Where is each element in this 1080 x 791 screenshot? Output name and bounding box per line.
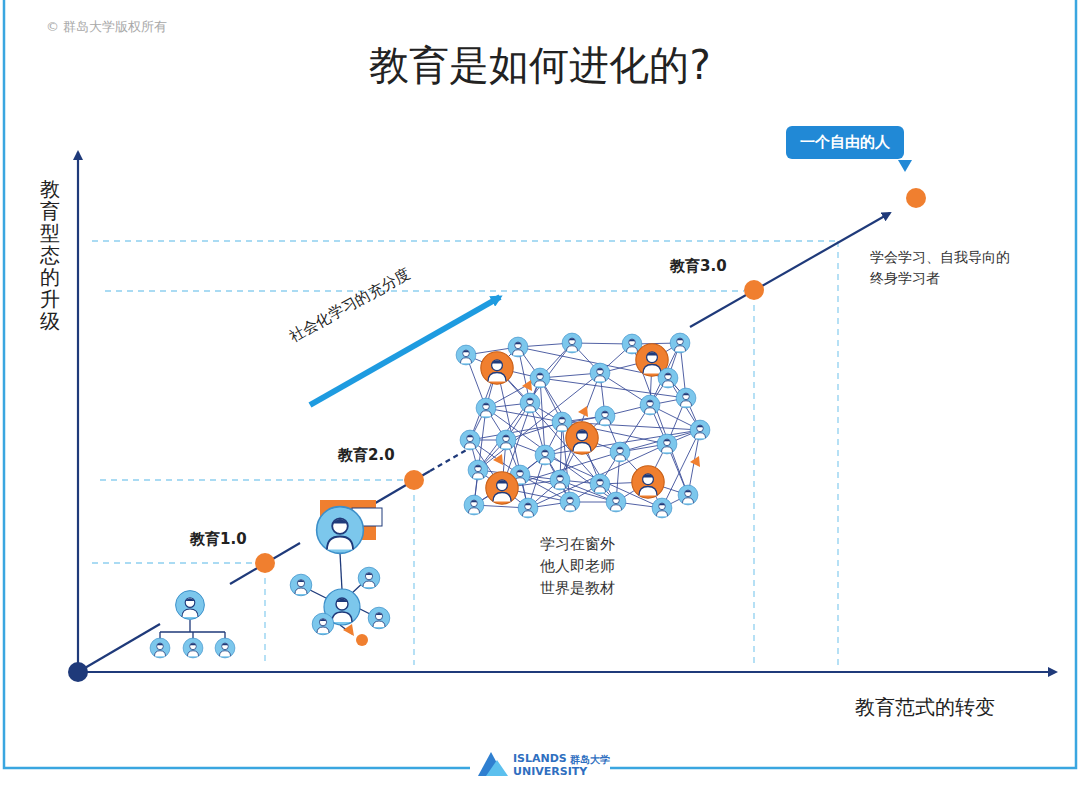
stage-label: 教育2.0 — [338, 446, 395, 465]
node-text: 一个自由的人 — [800, 133, 890, 152]
logo-text: 群岛大学 — [570, 753, 610, 767]
axis-label: 教育型态的升级 — [40, 178, 60, 332]
arrow-label: 社会化学习的充分度 — [286, 265, 413, 347]
copyright: © 群岛大学版权所有 — [46, 18, 167, 36]
axis-label: 教育范式的转变 — [855, 694, 995, 721]
logo-text: ISLANDS — [513, 752, 567, 765]
note: 学会学习、自我导向的终身学习者 — [870, 247, 1020, 289]
logo-text: UNIVERSITY — [513, 765, 587, 778]
note: 学习在窗外 他人即老师 世界是教材 — [540, 533, 622, 599]
stage-label: 教育1.0 — [190, 530, 247, 549]
stage-label: 教育3.0 — [670, 257, 727, 276]
callout-bubble: 一个自由的人 — [786, 126, 904, 159]
title: 教育是如何进化的? — [0, 38, 1080, 93]
